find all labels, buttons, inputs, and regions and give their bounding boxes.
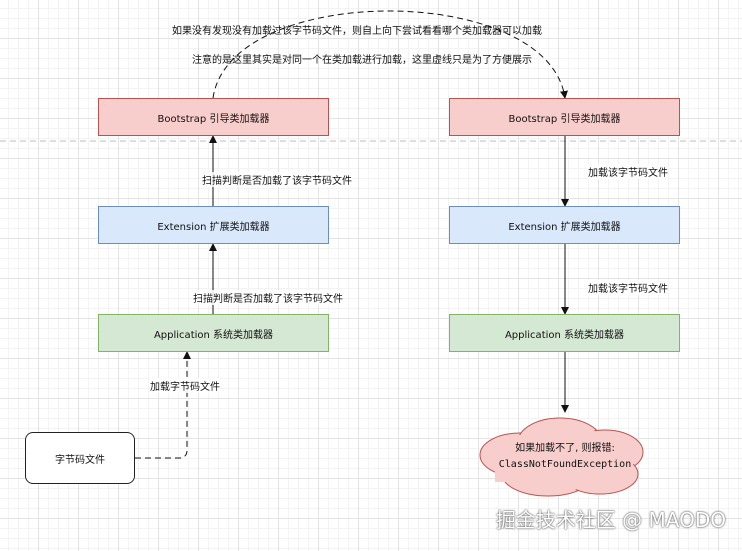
right-load-label-2: 加载该字节码文件 <box>588 280 668 295</box>
dashed-arc-arrow <box>212 10 568 99</box>
note-top-line1: 如果没有发现没有加载过该字节码文件，则自上向下尝试看看哪个类加载器可以加载 <box>172 26 542 37</box>
right-extension-box: Extension 扩展类加载器 <box>449 206 680 244</box>
left-load-label: 加载字节码文件 <box>150 378 220 393</box>
right-load-label-1: 加载该字节码文件 <box>588 164 668 179</box>
dashed-arrow-bytecode-to-app <box>135 351 191 459</box>
error-exception-name: ClassNotFoundException <box>498 459 632 470</box>
note-top-line2: 注意的是这里其实是对同一个在类加载进行加载，这里虚线只是为了方便展示 <box>192 55 532 66</box>
left-scan-label-2: 扫描判断是否加载了该字节码文件 <box>193 290 343 305</box>
right-application-box: Application 系统类加载器 <box>449 314 680 352</box>
right-bootstrap-box: Bootstrap 引导类加载器 <box>449 98 680 136</box>
bytecode-file-box: 字节码文件 <box>25 432 135 484</box>
left-extension-box: Extension 扩展类加载器 <box>98 206 329 244</box>
left-scan-label-1: 扫描判断是否加载了该字节码文件 <box>202 172 352 187</box>
left-application-box: Application 系统类加载器 <box>98 314 329 352</box>
left-bootstrap-box: Bootstrap 引导类加载器 <box>98 98 329 136</box>
error-cloud-text: 如果加载不了, 则报错: ClassNotFoundException <box>485 441 645 473</box>
error-message-line1: 如果加载不了, 则报错: <box>515 443 615 454</box>
watermark-text: 掘金技术社区 @ MAODO <box>495 508 726 532</box>
